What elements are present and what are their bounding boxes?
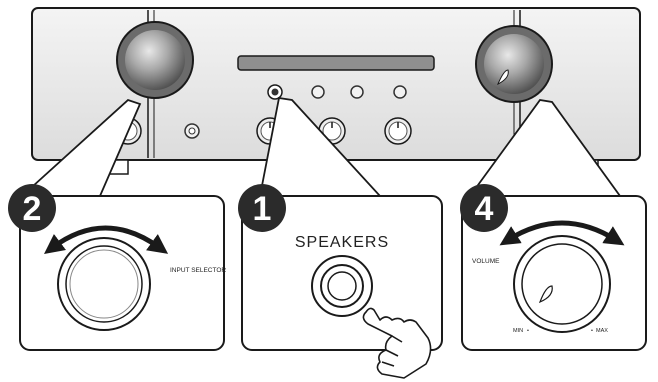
speakers-label: SPEAKERS [295,234,389,251]
volume-label: VOLUME [472,258,500,265]
callout-panel-speakers: SPEAKERS [241,195,443,351]
pointing-hand-icon [362,307,432,379]
small-button[interactable] [350,85,364,99]
rotate-arrow-icon [499,220,625,246]
small-button[interactable] [311,85,325,99]
input-selector-label: INPUT SELECTOR [170,267,226,274]
small-button[interactable] [393,85,407,99]
step-number: 4 [475,190,494,228]
callout-panel-input-selector: INPUT SELECTOR [19,195,226,351]
step-badge-1: 1 [238,184,286,232]
display-slot [237,55,435,71]
step-number: 2 [23,190,42,228]
max-label: MAX [596,328,608,334]
max-label-group: • MAX [591,328,608,334]
callout-panel-volume: VOLUME MIN • • MAX [461,195,647,351]
rotate-arrow-icon [44,225,169,255]
svg-text:•: • [527,328,529,334]
svg-text:•: • [591,328,593,334]
volume-knob-closeup [513,235,611,333]
callout-pointer-lines [19,96,622,197]
speakers-button-closeup [311,255,373,317]
min-label: MIN [513,328,523,334]
small-knob[interactable] [384,117,412,145]
volume-indicator-icon [497,69,509,86]
volume-knob[interactable] [475,25,553,103]
input-selector-knob-closeup [57,237,151,331]
step-badge-2: 2 [8,184,56,232]
min-label-group: MIN • [513,328,529,334]
step-badge-4: 4 [460,184,508,232]
step-number: 1 [253,190,272,228]
volume-indicator-icon [538,285,553,304]
input-selector-knob[interactable] [116,21,194,99]
speakers-button[interactable] [267,84,283,100]
